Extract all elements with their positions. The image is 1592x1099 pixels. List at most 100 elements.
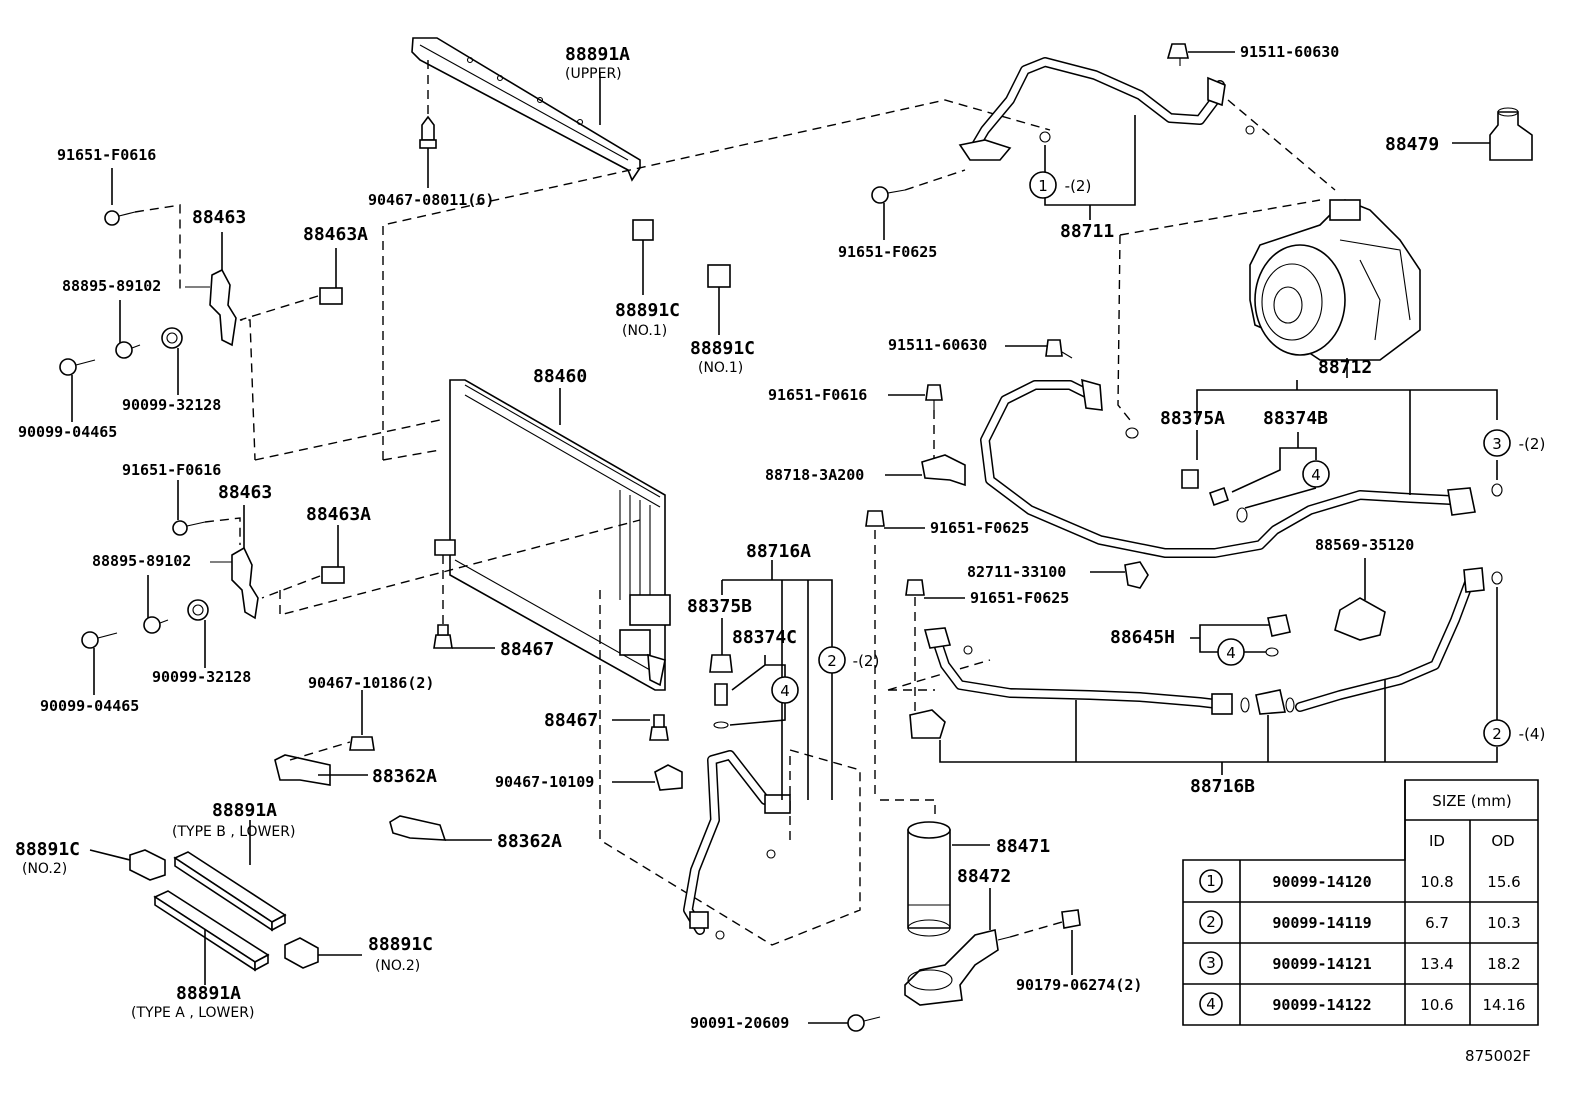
- svg-text:90099-14121: 90099-14121: [1272, 955, 1371, 973]
- label-88375A: 88375A: [1160, 408, 1225, 429]
- switch-88645H: [1190, 614, 1291, 657]
- label-91651-F0625-c: 91651-F0625: [970, 589, 1069, 607]
- label-88712: 88712: [1318, 357, 1372, 378]
- clip-88463A-b: [261, 525, 345, 599]
- valve-88375B: [709, 618, 733, 673]
- block-88891C-no1-b: [707, 264, 731, 335]
- label-91651-F0625-a: 91651-F0625: [838, 243, 937, 261]
- table-row: 3 90099-14121 13.4 18.2: [1199, 951, 1521, 975]
- label-90467-10186: 90467-10186(2): [308, 674, 434, 692]
- pipe-88716B: [909, 567, 1485, 739]
- svg-text:4: 4: [1226, 644, 1236, 662]
- dashed-outline-88716A: [599, 590, 861, 946]
- callout-2-88716B: 2 -(4): [1483, 719, 1546, 747]
- svg-text:2: 2: [1492, 725, 1502, 743]
- label-88891A-a: 88891A: [176, 983, 241, 1004]
- label-88718-3A200: 88718-3A200: [765, 466, 864, 484]
- label-88460: 88460: [533, 366, 587, 387]
- nut-90099-32128-b: [187, 599, 209, 668]
- bracket-88463-a: [209, 232, 237, 347]
- valve-88374B: [1208, 432, 1317, 523]
- label-88891C-no2-a: 88891C: [15, 839, 80, 860]
- callout-4-88374B: 4: [1302, 460, 1330, 488]
- bolt-91511-60630-b: [1005, 339, 1073, 359]
- block-88891C-no2-a: [89, 849, 166, 881]
- block-88891C-no2-b: [284, 937, 362, 969]
- bolt-90099-04465-b: [81, 631, 118, 695]
- table-row: 1 90099-14120 10.8 15.6: [1199, 869, 1521, 893]
- label-88472: 88472: [957, 866, 1011, 887]
- label-88374C: 88374C: [732, 627, 797, 648]
- label-91651-F0616-a: 91651-F0616: [57, 146, 156, 164]
- cushion-88467-a: [433, 555, 495, 649]
- bracket-88362A-a: [274, 741, 368, 786]
- svg-text:6.7: 6.7: [1425, 914, 1449, 932]
- label-82711-33100: 82711-33100: [967, 563, 1066, 581]
- label-no1-a: (NO.1): [622, 323, 667, 339]
- svg-text:-(2): -(2): [853, 652, 880, 670]
- label-88645H: 88645H: [1110, 627, 1175, 648]
- svg-text:90099-14120: 90099-14120: [1272, 873, 1371, 891]
- label-88716A: 88716A: [746, 541, 811, 562]
- label-upper: (UPPER): [565, 66, 622, 82]
- callout-4-88374C: 4: [771, 676, 799, 704]
- upper-support-88891A: [411, 37, 641, 182]
- damper-88479: [1452, 107, 1533, 161]
- block-88891C-no1-a: [632, 219, 654, 295]
- table-header-size: SIZE (mm): [1432, 792, 1511, 810]
- valve-88374C: [713, 655, 786, 729]
- label-91511-60630-b: 91511-60630: [888, 336, 987, 354]
- label-88375B: 88375B: [687, 596, 752, 617]
- clamp-90467-10109: [612, 764, 683, 791]
- label-90467-10109: 90467-10109: [495, 773, 594, 791]
- svg-text:18.2: 18.2: [1487, 955, 1520, 973]
- table-row: 2 90099-14119 6.7 10.3: [1199, 910, 1521, 934]
- nut-90099-32128-a: [161, 327, 183, 395]
- bracket-88463-b: [231, 505, 259, 620]
- svg-text:10.8: 10.8: [1420, 873, 1453, 891]
- label-90179-06274: 90179-06274(2): [1016, 976, 1142, 994]
- hose-suction: [980, 378, 1476, 558]
- svg-text:4: 4: [1311, 466, 1321, 484]
- bolt-90091-20609: [808, 1014, 881, 1032]
- bolt-91511-60630-a: [1166, 43, 1235, 66]
- washer-88895-a: [115, 300, 141, 359]
- label-88463-b: 88463: [218, 482, 272, 503]
- sensor-88569-35120: [1334, 558, 1386, 641]
- label-typeA: (TYPE A , LOWER): [131, 1005, 254, 1021]
- bracket-88716A: [721, 560, 833, 800]
- svg-text:-(2): -(2): [1065, 177, 1092, 195]
- label-no2-a: (NO.2): [22, 861, 67, 877]
- label-88479: 88479: [1385, 134, 1439, 155]
- clip-88463A-a: [239, 248, 343, 461]
- label-88895-89102-b: 88895-89102: [92, 552, 191, 570]
- label-90099-04465-b: 90099-04465: [40, 697, 139, 715]
- bolt-91651-F0616-b: [172, 480, 241, 545]
- bolt-90467-10186: [349, 690, 375, 751]
- callout-4-88645H: 4: [1217, 638, 1245, 666]
- label-typeB: (TYPE B , LOWER): [172, 824, 295, 840]
- bolt-91651-F0625-a: [871, 169, 966, 240]
- label-88467-a: 88467: [500, 639, 554, 660]
- svg-text:14.16: 14.16: [1483, 996, 1526, 1014]
- svg-text:2: 2: [827, 652, 837, 670]
- table-col-od: OD: [1491, 832, 1514, 850]
- receiver-88471: [907, 821, 990, 937]
- svg-text:10.6: 10.6: [1420, 996, 1453, 1014]
- callout-3: 3 -(2): [1483, 429, 1545, 457]
- label-88467-b: 88467: [544, 710, 598, 731]
- svg-text:-(4): -(4): [1519, 725, 1546, 743]
- bolt-90099-04465-a: [59, 358, 96, 422]
- label-88569-35120: 88569-35120: [1315, 536, 1414, 554]
- label-88891C-no1-a: 88891C: [615, 300, 680, 321]
- washer-88895-b: [143, 575, 169, 634]
- label-no1-b: (NO.1): [698, 360, 743, 376]
- size-table: SIZE (mm) ID OD 1 90099-14120 10.8 15.6 …: [1182, 779, 1539, 1026]
- cushion-88467-b: [612, 714, 669, 741]
- label-88463-a: 88463: [192, 207, 246, 228]
- label-91651-F0616-b: 91651-F0616: [122, 461, 221, 479]
- label-90467-08011: 90467-08011(6): [368, 191, 494, 209]
- bolt-91651-F0625-c: [905, 579, 965, 720]
- bracket-88716B: [939, 680, 1498, 775]
